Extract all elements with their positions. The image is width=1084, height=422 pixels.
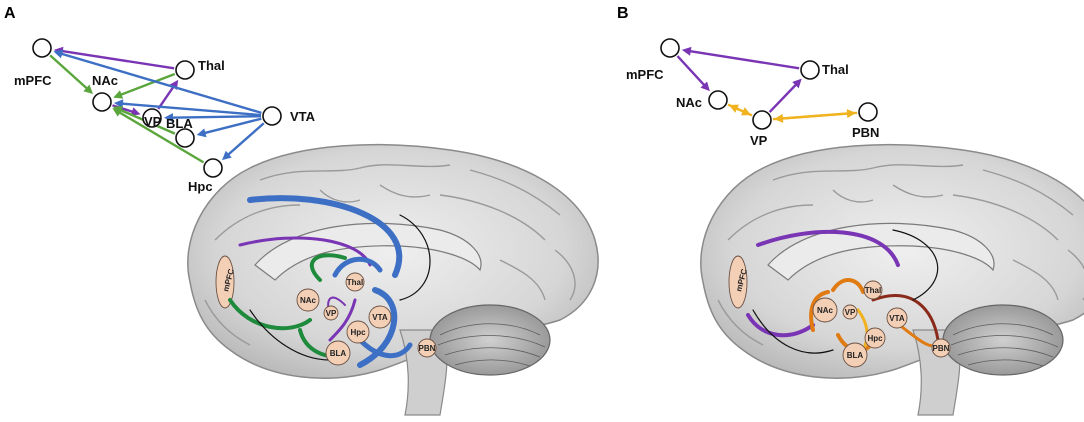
network-a-node-vta [262,106,282,126]
brain-b-region-label-vta: VTA [889,314,905,323]
brain-a-region-bla [325,340,351,366]
network-b-node-label-thal: Thal [822,62,849,77]
network-a-node-label-mpfc: mPFC [14,73,52,88]
brain-b-region-label-hpc: Hpc [867,334,883,343]
network-b-edge-nac-to-vp [727,103,752,116]
panel-letter-a: A [4,5,16,22]
brain-a-region-pbn [417,338,437,358]
network-a-node-thal [175,60,195,80]
network-b-edge-mpfc-to-nac [676,55,710,92]
brain-b-region-vp [842,304,858,320]
brain-b-region-label-pbn: PBN [933,344,950,353]
network-b-node-vp [752,110,772,130]
brain-a-region-label-vp: VP [326,309,337,318]
network-b-node-label-mpfc: mPFC [626,67,664,82]
brain-a-region-label-hpc: Hpc [350,328,366,337]
network-b-node-label-nac: NAc [676,95,702,110]
brain-b-region-nac [812,297,838,323]
brain-a-region-label-bla: BLA [330,349,347,358]
network-a-edge-mpfc-to-nac [49,54,94,94]
brain-gyri [204,164,576,346]
panel-letter-b: B [617,5,629,22]
network-a-edge-nac-to-vp [112,104,141,116]
brain-a-region-label-vta: VTA [372,313,388,322]
brain-pathways-a [228,195,431,368]
brain-b-region-thal [863,280,883,300]
network-a-node-label-nac: NAc [92,73,118,88]
brain-gyri [717,164,1084,346]
network-b-edge-thal-to-mpfc [681,46,800,70]
brain-b-region-bla [842,342,868,368]
network-b-node-mpfc [660,38,680,58]
network-a-edge-vta-to-nac [113,99,262,117]
network-a-node-label-thal: Thal [198,58,225,73]
brain-b-region-label-thal: Thal [865,286,881,295]
brain-a-region-thal [345,272,365,292]
brain-a-region-vp [323,305,339,321]
network-a-node-label-bla: BLA [166,116,193,131]
brain-b-region-pbn [931,338,951,358]
network-b-node-thal [800,60,820,80]
cerebellum-folia [437,323,546,367]
network-b-node-label-pbn: PBN [852,125,879,140]
brain-a-region-label-thal: Thal [347,278,363,287]
network-a-edge-vta-to-hpc [222,122,265,161]
brain-a-region-hpc [346,320,370,344]
network-b-node-label-vp: VP [750,133,768,148]
brain-b-region-label-vp: VP [845,308,856,317]
cerebellum [942,304,1064,376]
brain-b-region-hpc [864,327,886,349]
network-a-node-vp [142,108,162,128]
network-a-node-bla [175,128,195,148]
brain-a-region-label-pbn: PBN [419,344,436,353]
network-a-node-mpfc [32,38,52,58]
brain-b-region-label-bla: BLA [847,351,864,360]
network-a-node-label-vp: VP [144,114,162,129]
network-a-edge-thal-to-nac [113,72,176,99]
brain-b-region-label-nac: NAc [817,306,834,315]
network-a-edge-vta-to-vp [163,113,262,123]
cerebellum [429,304,551,376]
cerebellum-folia [950,323,1059,367]
network-a-node-hpc [203,158,223,178]
brain-region-mpfc [728,255,748,309]
network-b-edge-vp-to-thal [768,78,802,113]
network-a-node-label-hpc: Hpc [188,179,213,194]
network-a-node-nac [92,92,112,112]
network-b-edge-vp-to-pbn [772,109,857,121]
brain-a-region-label-nac: NAc [300,296,317,305]
brain-b-region-vta [886,307,908,329]
network-b-node-pbn [858,102,878,122]
corpus-callosum [767,222,995,281]
network-a-edge-vta-to-mpfc [53,49,262,115]
network-a-edge-hpc-to-nac [112,108,205,164]
network-b-node-nac [708,90,728,110]
brain-a-region-vta [368,305,392,329]
brain-a-region-nac [296,288,320,312]
brain-region-mpfc [215,255,235,309]
network-a-node-label-vta: VTA [290,109,316,124]
network-a-edge-vta-to-bla [196,117,262,138]
